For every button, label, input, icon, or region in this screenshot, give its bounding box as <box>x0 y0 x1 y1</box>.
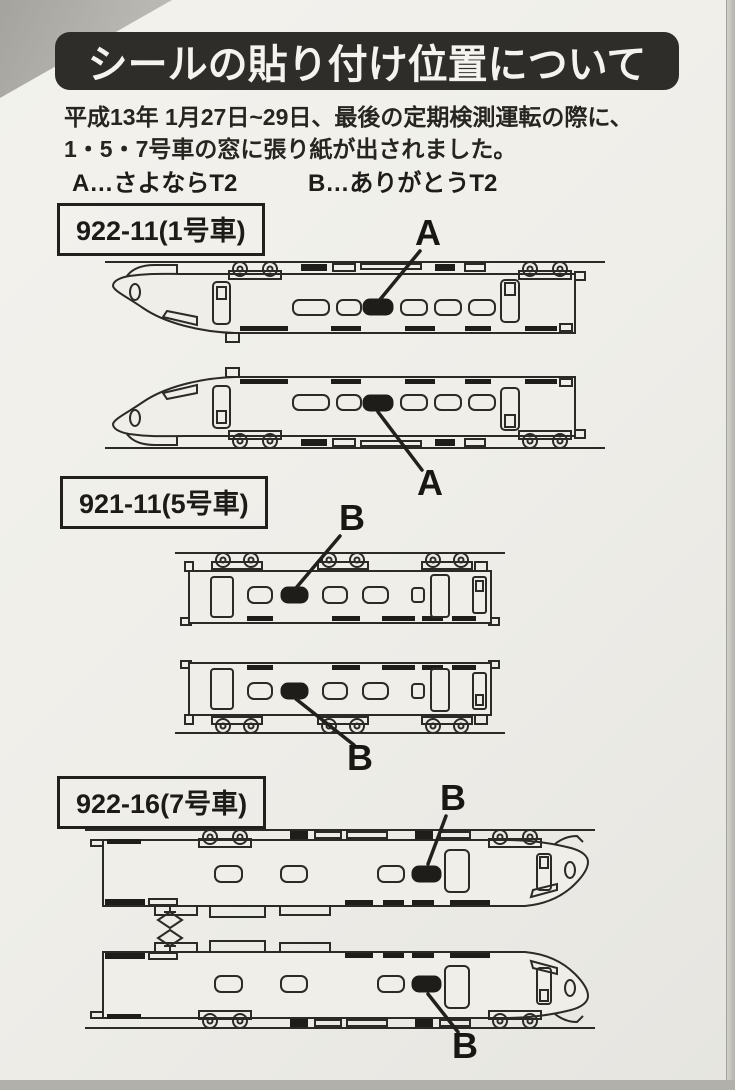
train-921-11-side-flipped <box>174 552 506 626</box>
marker-b-bottom: B <box>347 737 373 778</box>
legend-b: B…ありがとうT2 <box>308 170 498 197</box>
intro-line-2: 1・5・7号車の窓に張り紙が出されました。 <box>64 136 517 162</box>
section-3-header: 922-16(7号車) <box>57 776 267 829</box>
marker-b-top: B <box>339 497 365 538</box>
leader-line-a-bottom <box>376 410 424 472</box>
page-title: シールの貼り付け位置について <box>87 43 647 87</box>
train-922-11-side <box>104 367 606 449</box>
marker-a-top: A <box>415 212 441 253</box>
leader-line-b-top <box>426 814 448 866</box>
diagram-922-11: A A <box>104 212 606 503</box>
marker-a-bottom: A <box>417 462 443 503</box>
marker-b-bottom: B <box>452 1025 478 1066</box>
train-921-11-side <box>174 660 506 734</box>
intro-line-1: 平成13年 1月27日~29日、最後の定期検測運転の際に、 <box>64 104 633 130</box>
section-1-header: 922-11(1号車) <box>57 203 265 256</box>
leader-line-b-bottom <box>294 697 356 747</box>
leader-line-b-top <box>294 534 342 590</box>
train-922-16-side-flipped <box>84 829 596 929</box>
section-2-header: 921-11(5号車) <box>60 476 268 529</box>
leader-line-b-bottom <box>426 992 460 1034</box>
leader-line-a-top <box>376 249 422 304</box>
marker-b-top: B <box>440 777 466 818</box>
train-922-16-side <box>84 929 596 1029</box>
legend-a: A…さよならT2 <box>72 170 238 197</box>
diagram-921-11: B B <box>174 497 506 778</box>
diagram-922-16: B B <box>84 777 596 1066</box>
train-922-11-side-flipped <box>104 261 606 343</box>
paper-right-edge <box>726 0 735 1080</box>
title-banner: シールの貼り付け位置について <box>55 32 679 90</box>
